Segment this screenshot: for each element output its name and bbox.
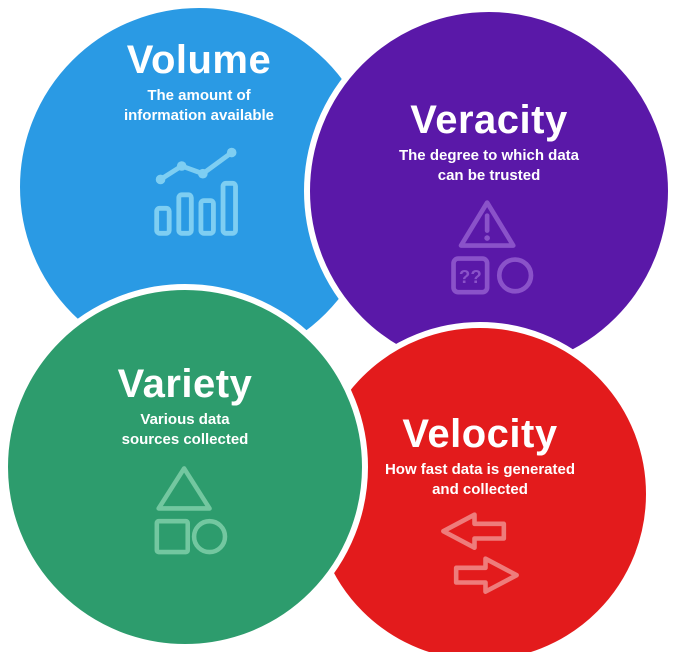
variety-title: Variety [117,362,253,406]
circle-veracity: Veracity The degree to which data can be… [304,6,674,376]
warning-question-shapes-icon: ?? [451,200,534,295]
veracity-description: The degree to which data can be trusted [398,147,580,184]
bar-chart-trend-icon [154,147,238,236]
velocity-description: How fast data is generated and collected [384,461,576,498]
geometric-shapes-icon [154,466,228,555]
volume-title: Volume [126,38,272,82]
variety-description: Various data sources collected [121,411,249,448]
left-right-arrows-icon [441,512,519,594]
velocity-title: Velocity [402,412,558,456]
veracity-title: Veracity [410,98,568,142]
question-marks-glyph: ?? [459,266,482,287]
circle-variety: Variety Various data sources collected [2,284,368,650]
volume-description: The amount of information available [123,87,275,124]
